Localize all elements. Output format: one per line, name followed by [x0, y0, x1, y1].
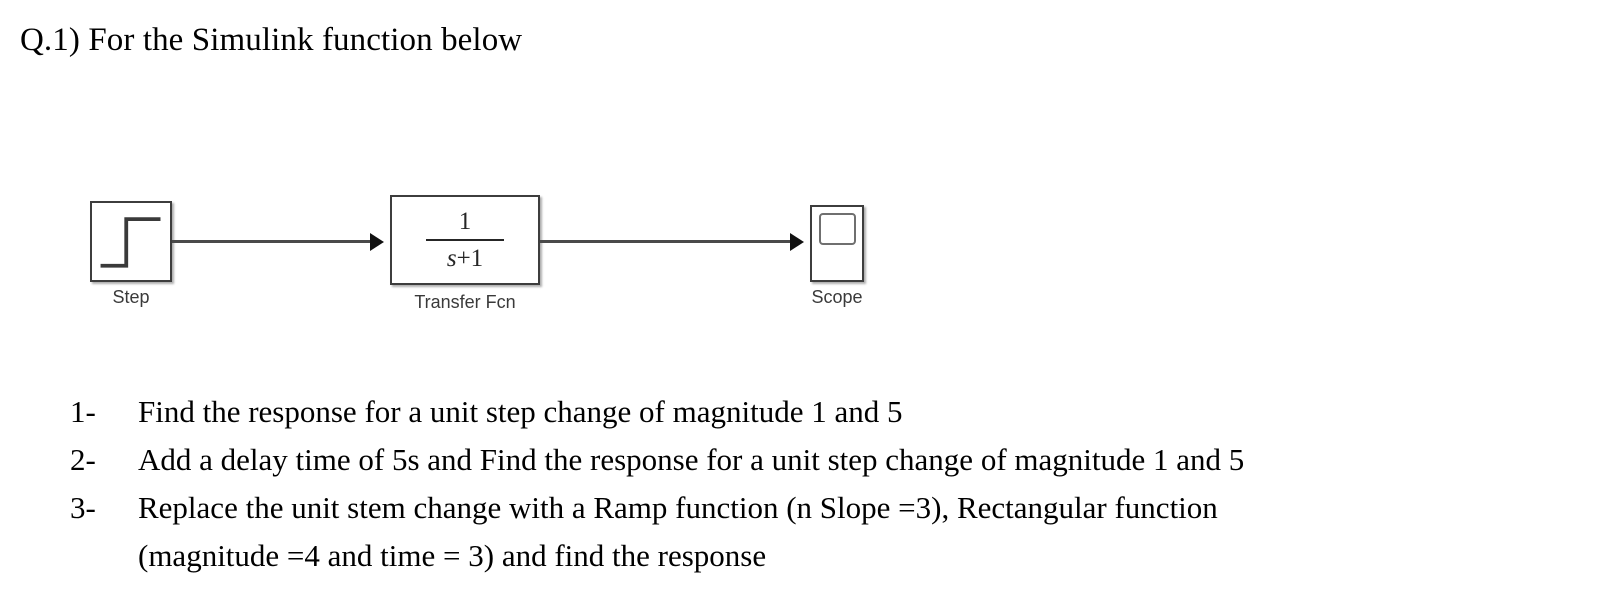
arrow-icon-scope-input: [790, 233, 804, 251]
question-heading: Q.1) For the Simulink function below: [20, 22, 523, 58]
step-waveform-icon: [100, 217, 161, 268]
scope-block-label: Scope: [811, 287, 863, 307]
transfer-fcn-block[interactable]: 1 s+1: [390, 195, 540, 285]
task-list: 1- Find the response for a unit step cha…: [70, 388, 1600, 580]
task-number-3: 3-: [70, 490, 96, 525]
denominator-constant: 1: [470, 245, 484, 272]
denominator-variable: s: [446, 245, 457, 272]
transfer-fcn-numerator: 1: [458, 208, 472, 235]
transfer-fcn-block-label: Transfer Fcn: [414, 292, 516, 312]
task-number-2: 2-: [70, 442, 96, 477]
simulink-block-diagram: Step 1 s+1 Transfer Fcn Scope: [90, 195, 864, 312]
task-item-3: 3- Replace the unit stem change with a R…: [70, 484, 1600, 580]
wire-transfer-fcn-to-scope: [540, 240, 790, 243]
task-text-3-line-2: (magnitude =4 and time = 3) and find the…: [138, 538, 767, 573]
task-text-1: Find the response for a unit step change…: [138, 394, 903, 429]
transfer-function-expression: 1 s+1: [392, 208, 538, 272]
transfer-fcn-denominator: s+1: [392, 244, 538, 272]
step-block-label: Step: [112, 287, 150, 307]
task-item-2: 2- Add a delay time of 5s and Find the r…: [70, 436, 1600, 484]
step-block[interactable]: [90, 201, 172, 282]
wire-step-to-transfer-fcn: [172, 240, 370, 243]
fraction-bar-icon: [426, 239, 504, 241]
task-number-1: 1-: [70, 394, 96, 429]
denominator-operator: +: [456, 245, 471, 272]
task-item-1: 1- Find the response for a unit step cha…: [70, 388, 1600, 436]
task-text-2: Add a delay time of 5s and Find the resp…: [138, 442, 1245, 477]
scope-block[interactable]: [810, 205, 864, 282]
arrow-icon-transfer-fcn-input: [370, 233, 384, 251]
scope-screen-icon: [819, 213, 856, 245]
task-text-3-line-1: Replace the unit stem change with a Ramp…: [138, 490, 1218, 525]
task-text-3: Replace the unit stem change with a Ramp…: [138, 484, 1600, 580]
